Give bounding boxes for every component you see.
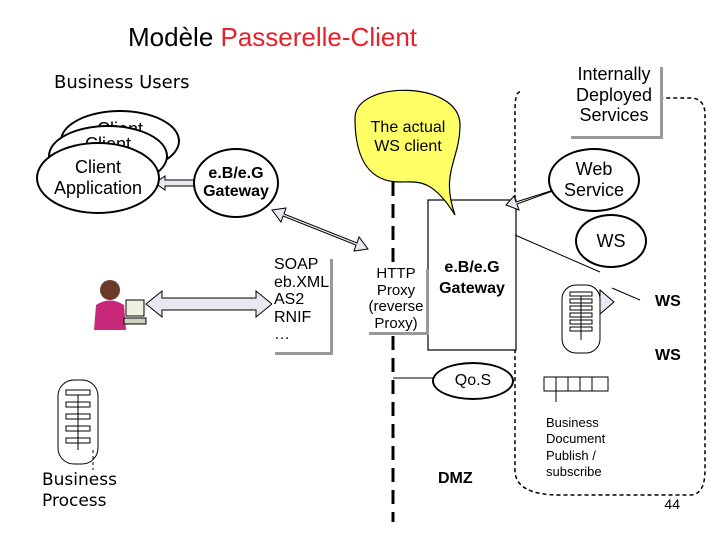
qos-ellipse: Qo.S <box>432 362 514 400</box>
arrow-gateway-protocols <box>271 207 369 252</box>
gateway-center-label: e.B/e.G Gateway <box>439 259 505 297</box>
proxy-line-2: Proxy <box>376 281 416 299</box>
internally-deployed-label: Internally Deployed Services <box>568 64 660 136</box>
ws-ellipse: WS <box>575 214 647 268</box>
business-users-label: Business Users <box>54 72 190 93</box>
ws-client-callout <box>354 89 461 216</box>
business-document-line-3: Publish / <box>546 447 596 463</box>
protocol-as2: AS2 <box>274 291 305 309</box>
proxy-label: HTTP Proxy (reverse Proxy) <box>366 265 426 332</box>
internal-zone-border <box>514 91 706 496</box>
business-document-label: Business Document Publish / subscribe <box>546 415 605 480</box>
proxy-line-1: HTTP <box>376 265 416 282</box>
document-queue <box>543 376 609 402</box>
proxy-line-3: (reverse <box>368 298 424 315</box>
protocol-more: … <box>274 326 290 344</box>
proxy-line-4: Proxy) <box>374 314 418 332</box>
ws-label-3: WS <box>655 347 681 364</box>
ws-label-1: WS <box>596 230 626 251</box>
arrow-user-protocols <box>145 289 273 319</box>
ws-process-component <box>561 284 601 354</box>
title-prefix: Modèle <box>128 22 221 52</box>
ws-label-2: WS <box>655 293 681 310</box>
qos-label: Qo.S <box>454 371 492 389</box>
business-document-line-2: Document <box>546 431 606 447</box>
protocol-rnif: RNIF <box>274 308 312 326</box>
business-document-line-4: subscribe <box>546 463 602 479</box>
gateway-left-label: e.B/e.G Gateway <box>203 164 269 200</box>
web-service: Web Service <box>548 148 640 212</box>
proxy-box <box>427 199 517 351</box>
business-process-label: Business Process <box>42 470 117 513</box>
page-title: Modèle Passerelle-Client <box>128 22 417 53</box>
dmz-label: DMZ <box>438 470 473 487</box>
client-app-front: Client Application <box>36 142 160 214</box>
callout-label: The actual WS client <box>370 119 446 156</box>
protocol-soap: SOAP <box>274 256 319 273</box>
protocol-ebxml: eb.XML <box>274 273 330 291</box>
business-user-figure <box>94 280 147 330</box>
business-document-line-1: Business <box>546 415 599 430</box>
title-accent: Passerelle-Client <box>220 22 418 52</box>
business-process-component <box>57 379 99 470</box>
business-process-line-2: Process <box>42 491 107 512</box>
client-app-front-label: Client Application <box>53 157 143 198</box>
business-process-line-1: Business <box>42 470 117 490</box>
slide-number: 44 <box>664 496 680 512</box>
web-service-label: Web Service <box>563 159 625 200</box>
gateway-left: e.B/e.G Gateway <box>193 148 279 218</box>
protocols-box: SOAP eb.XML AS2 RNIF … <box>272 256 330 352</box>
